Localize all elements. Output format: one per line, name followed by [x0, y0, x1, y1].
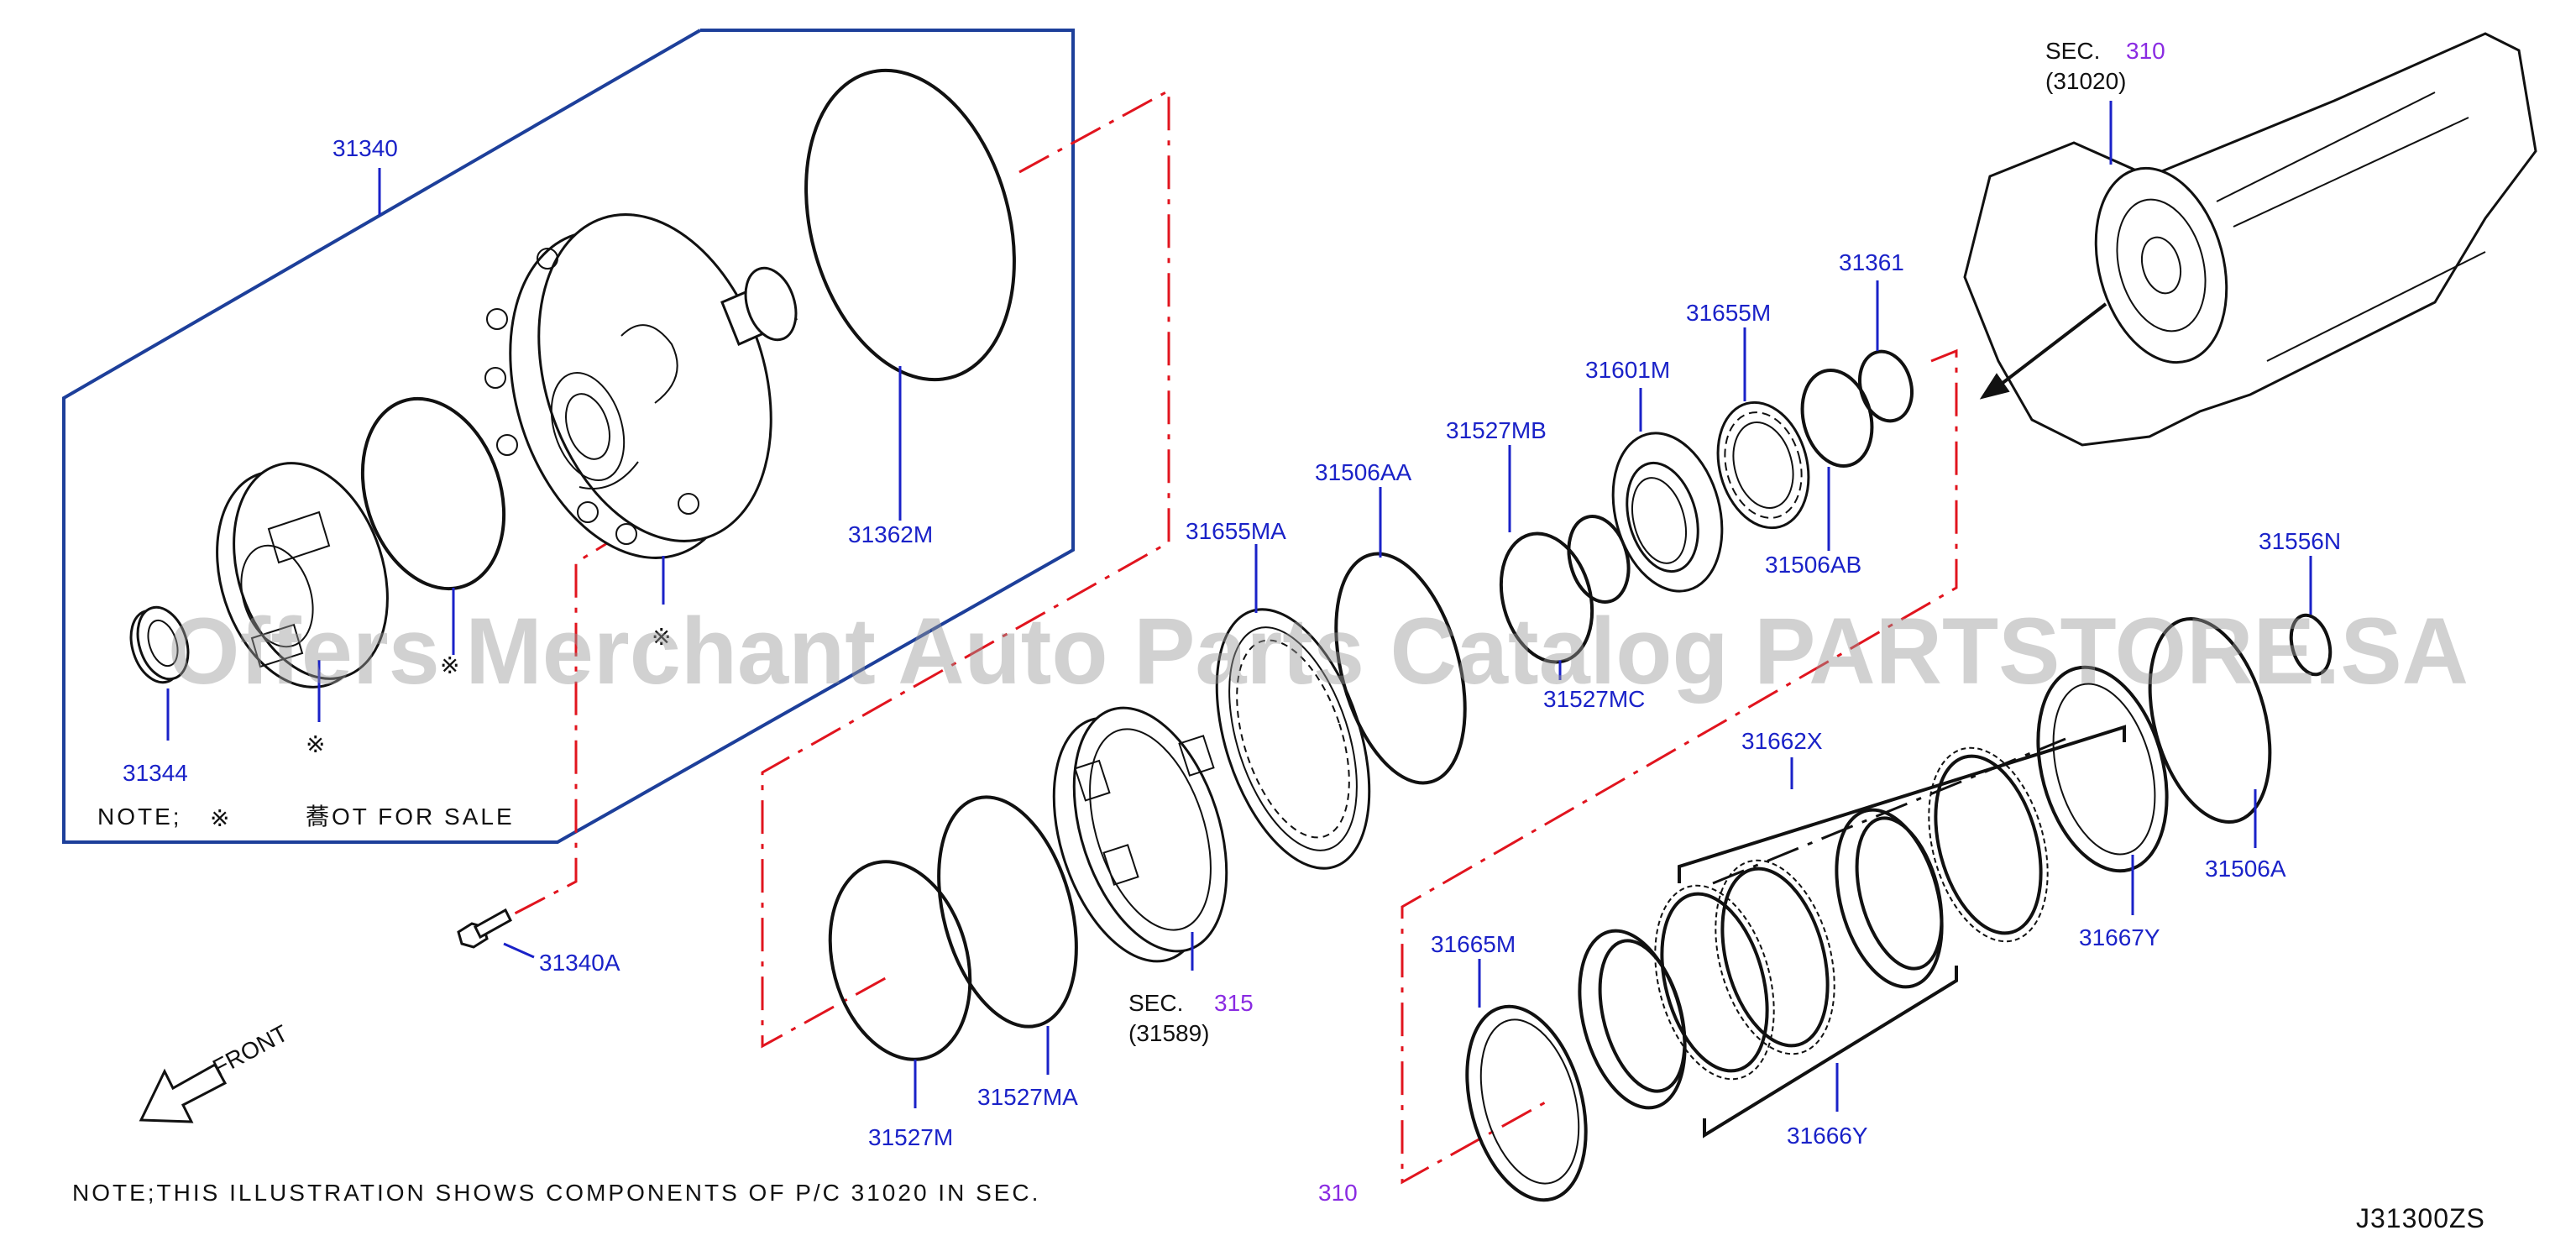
pump-cover	[216, 462, 389, 688]
transmission-assembly	[1963, 32, 2537, 447]
phantom-line-bolt	[495, 531, 626, 925]
diagram-id: J31300ZS	[2356, 1203, 2485, 1233]
assembly-box-31340	[62, 29, 1075, 844]
seal-ring-31527MA	[937, 795, 1078, 1029]
retaining-plate-31665M	[1465, 1004, 1588, 1202]
bracket-31666Y	[1703, 966, 1958, 1139]
callout-31667Y: 31667Y	[2079, 924, 2160, 950]
callout-31655MA: 31655MA	[1186, 518, 1286, 544]
watermark: Offers Merchant Auto Parts Catalog PARTS…	[168, 599, 2469, 704]
plug-31361	[1858, 349, 1914, 423]
transmission-arrow-head	[1979, 373, 2010, 400]
callout-31506AA: 31506AA	[1315, 459, 1412, 485]
seal-ring-31527M	[828, 860, 972, 1061]
leader-lines	[166, 101, 2312, 1112]
retaining-plate-inner	[1479, 1018, 1580, 1185]
kome-marker-1: ※	[306, 731, 325, 757]
snap-ring-31506AA	[1334, 552, 1467, 785]
kome-marker-2: ※	[440, 652, 459, 678]
callout-31506AB: 31506AB	[1765, 552, 1861, 578]
callout-31344: 31344	[123, 760, 188, 786]
spring-retainer-31655M	[1716, 400, 1810, 530]
callout-31340A: 31340A	[539, 950, 620, 976]
callout-31361: 31361	[1839, 249, 1904, 275]
callout-31527M: 31527M	[868, 1124, 953, 1150]
front-label: FRONT	[208, 1020, 292, 1081]
clutch-drum-sec315	[1052, 706, 1228, 963]
oil-pump-housing	[484, 213, 798, 559]
sec315-ref: (31589)	[1128, 1020, 1210, 1046]
note1-prefix: NOTE;	[97, 804, 182, 830]
callout-31556N: 31556N	[2259, 528, 2341, 554]
note2-sec-number: 310	[1318, 1180, 1358, 1206]
snap-ring-31556N	[2289, 613, 2333, 677]
callout-31340: 31340	[332, 135, 398, 161]
clutch-pack-plates	[1578, 746, 2049, 1110]
bracket-31662X	[1678, 725, 2126, 883]
callout-31527MC: 31527MC	[1543, 686, 1645, 712]
oil-seal-31344	[129, 605, 190, 684]
sec310-prefix: SEC.	[2045, 38, 2100, 64]
callout-31665M: 31665M	[1431, 931, 1516, 957]
o-ring-small	[360, 396, 506, 591]
kome-marker-3: ※	[652, 624, 671, 650]
o-ring-large-31362M	[804, 68, 1016, 382]
callout-31527MA: 31527MA	[977, 1084, 1078, 1110]
note1-text: 蕎OT FOR SALE	[306, 804, 515, 830]
callout-31662X: 31662X	[1741, 728, 1823, 754]
sec315-prefix: SEC.	[1128, 990, 1183, 1016]
transmission-arrow-shaft	[1997, 302, 2107, 388]
callout-31527MB: 31527MB	[1446, 417, 1547, 443]
seal-ring-31527MB	[1499, 531, 1594, 664]
sec310-number: 310	[2126, 38, 2165, 64]
callout-31362M: 31362M	[848, 521, 933, 547]
plate-31667Y-inner	[2052, 683, 2156, 856]
clutch-axis	[1712, 737, 2066, 885]
phantom-line-left	[761, 88, 1170, 1049]
sec315-number: 315	[1214, 990, 1254, 1016]
front-arrow	[139, 1062, 228, 1123]
callout-31506A: 31506A	[2205, 856, 2286, 882]
callout-31666Y: 31666Y	[1787, 1123, 1868, 1149]
callout-31655M: 31655M	[1686, 300, 1771, 326]
bolt-31340A	[457, 908, 512, 949]
snap-ring-31506A	[2148, 617, 2272, 824]
sec310-ref: (31020)	[2045, 68, 2127, 94]
piston-31601M	[1611, 432, 1724, 593]
callout-31601M: 31601M	[1585, 357, 1670, 383]
note1-symbol: ※	[210, 805, 229, 831]
phantom-line-right	[1401, 348, 1958, 1185]
note2-text: NOTE;THIS ILLUSTRATION SHOWS COMPONENTS …	[72, 1180, 1040, 1206]
